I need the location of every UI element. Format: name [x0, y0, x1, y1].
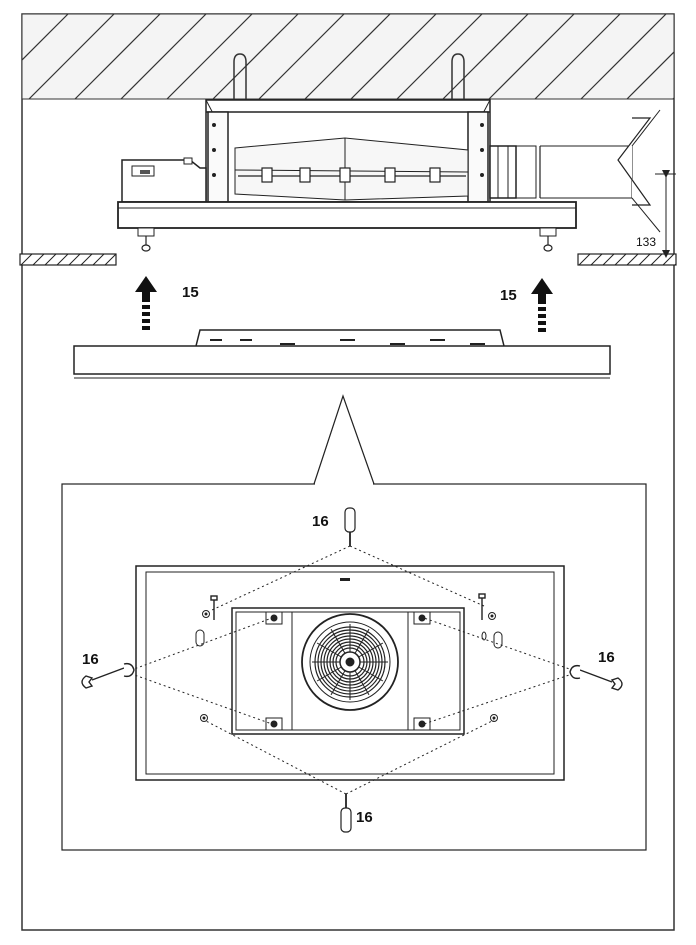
hatch-line: [212, 14, 299, 99]
step-label-lift-left: 15: [182, 284, 199, 301]
ceiling-hatch: [21, 13, 675, 100]
hatch-line: [117, 254, 128, 265]
hatch-line: [74, 14, 161, 99]
guide-lines: [125, 545, 579, 795]
hood-base-plate: [117, 201, 577, 237]
wrench-right: [569, 664, 623, 691]
hatch-line: [120, 14, 207, 99]
screw-holes: [195, 610, 503, 722]
hatch-line: [20, 254, 33, 265]
false-ceiling-left: [19, 253, 128, 266]
hatch-line: [578, 254, 591, 265]
step-label-screw-right: 16: [598, 649, 615, 666]
hatch-line: [304, 14, 391, 99]
hatch-line: [20, 254, 21, 255]
small-bolts: [210, 593, 486, 620]
fan-spoke: [358, 642, 384, 658]
fan-spoke: [316, 666, 342, 682]
hatch-line: [350, 14, 437, 99]
hatch-line: [258, 14, 345, 99]
screwdriver-bottom: [340, 794, 352, 833]
hatch-line: [92, 254, 105, 265]
hatch-line: [672, 97, 674, 99]
screwdriver-top: [344, 507, 356, 546]
hatch-line: [44, 254, 57, 265]
hatch-line: [580, 14, 667, 99]
fan-grille: [301, 613, 399, 711]
step-label-screw-bottom: 16: [356, 809, 373, 826]
step-label-screw-left: 16: [82, 651, 99, 668]
ceiling-hooks: [233, 53, 465, 100]
hatch-line: [104, 254, 116, 265]
hatch-line: [22, 14, 69, 61]
hatch-line: [488, 14, 575, 99]
hatch-line: [674, 263, 676, 265]
false-ceiling-right: [577, 253, 677, 266]
hatch-line: [626, 51, 674, 99]
hood-body-side-view: [121, 99, 517, 203]
fan-spoke: [358, 666, 384, 682]
fan-spoke: [354, 628, 370, 654]
exhaust-duct: [516, 109, 661, 233]
hatch-line: [602, 254, 615, 265]
detail-callout-pointer: [313, 394, 375, 485]
hatch-line: [534, 14, 621, 99]
step-label-screw-top: 16: [312, 513, 329, 530]
hatch-line: [626, 254, 639, 265]
dimension-label: 133: [636, 235, 656, 249]
hatch-line: [28, 14, 115, 99]
hatch-line: [32, 254, 45, 265]
hatch-line: [80, 254, 93, 265]
step-label-lift-right: 15: [500, 287, 517, 304]
fan-spoke: [330, 670, 346, 696]
wrench-left: [81, 662, 135, 689]
hatch-line: [442, 14, 529, 99]
fan-spoke: [316, 642, 342, 658]
lift-arrow-left: [135, 276, 157, 330]
fan-spoke: [330, 628, 346, 654]
hatch-line: [56, 254, 69, 265]
hatch-line: [22, 14, 23, 15]
fan-spoke: [354, 670, 370, 696]
lift-arrow-right: [531, 278, 553, 332]
hatch-line: [590, 254, 603, 265]
hatch-line: [638, 254, 651, 265]
hatch-line: [650, 254, 663, 265]
hatch-line: [396, 14, 483, 99]
hatch-line: [614, 254, 627, 265]
base-screws: [141, 236, 553, 252]
hatch-line: [166, 14, 253, 99]
hatch-line: [662, 254, 675, 265]
hatch-line: [68, 254, 81, 265]
canopy-panel-side: [73, 329, 611, 379]
dimension-marker: [655, 170, 676, 258]
hatch-line: [578, 254, 579, 255]
corner-fixing-blocks: [265, 611, 431, 731]
